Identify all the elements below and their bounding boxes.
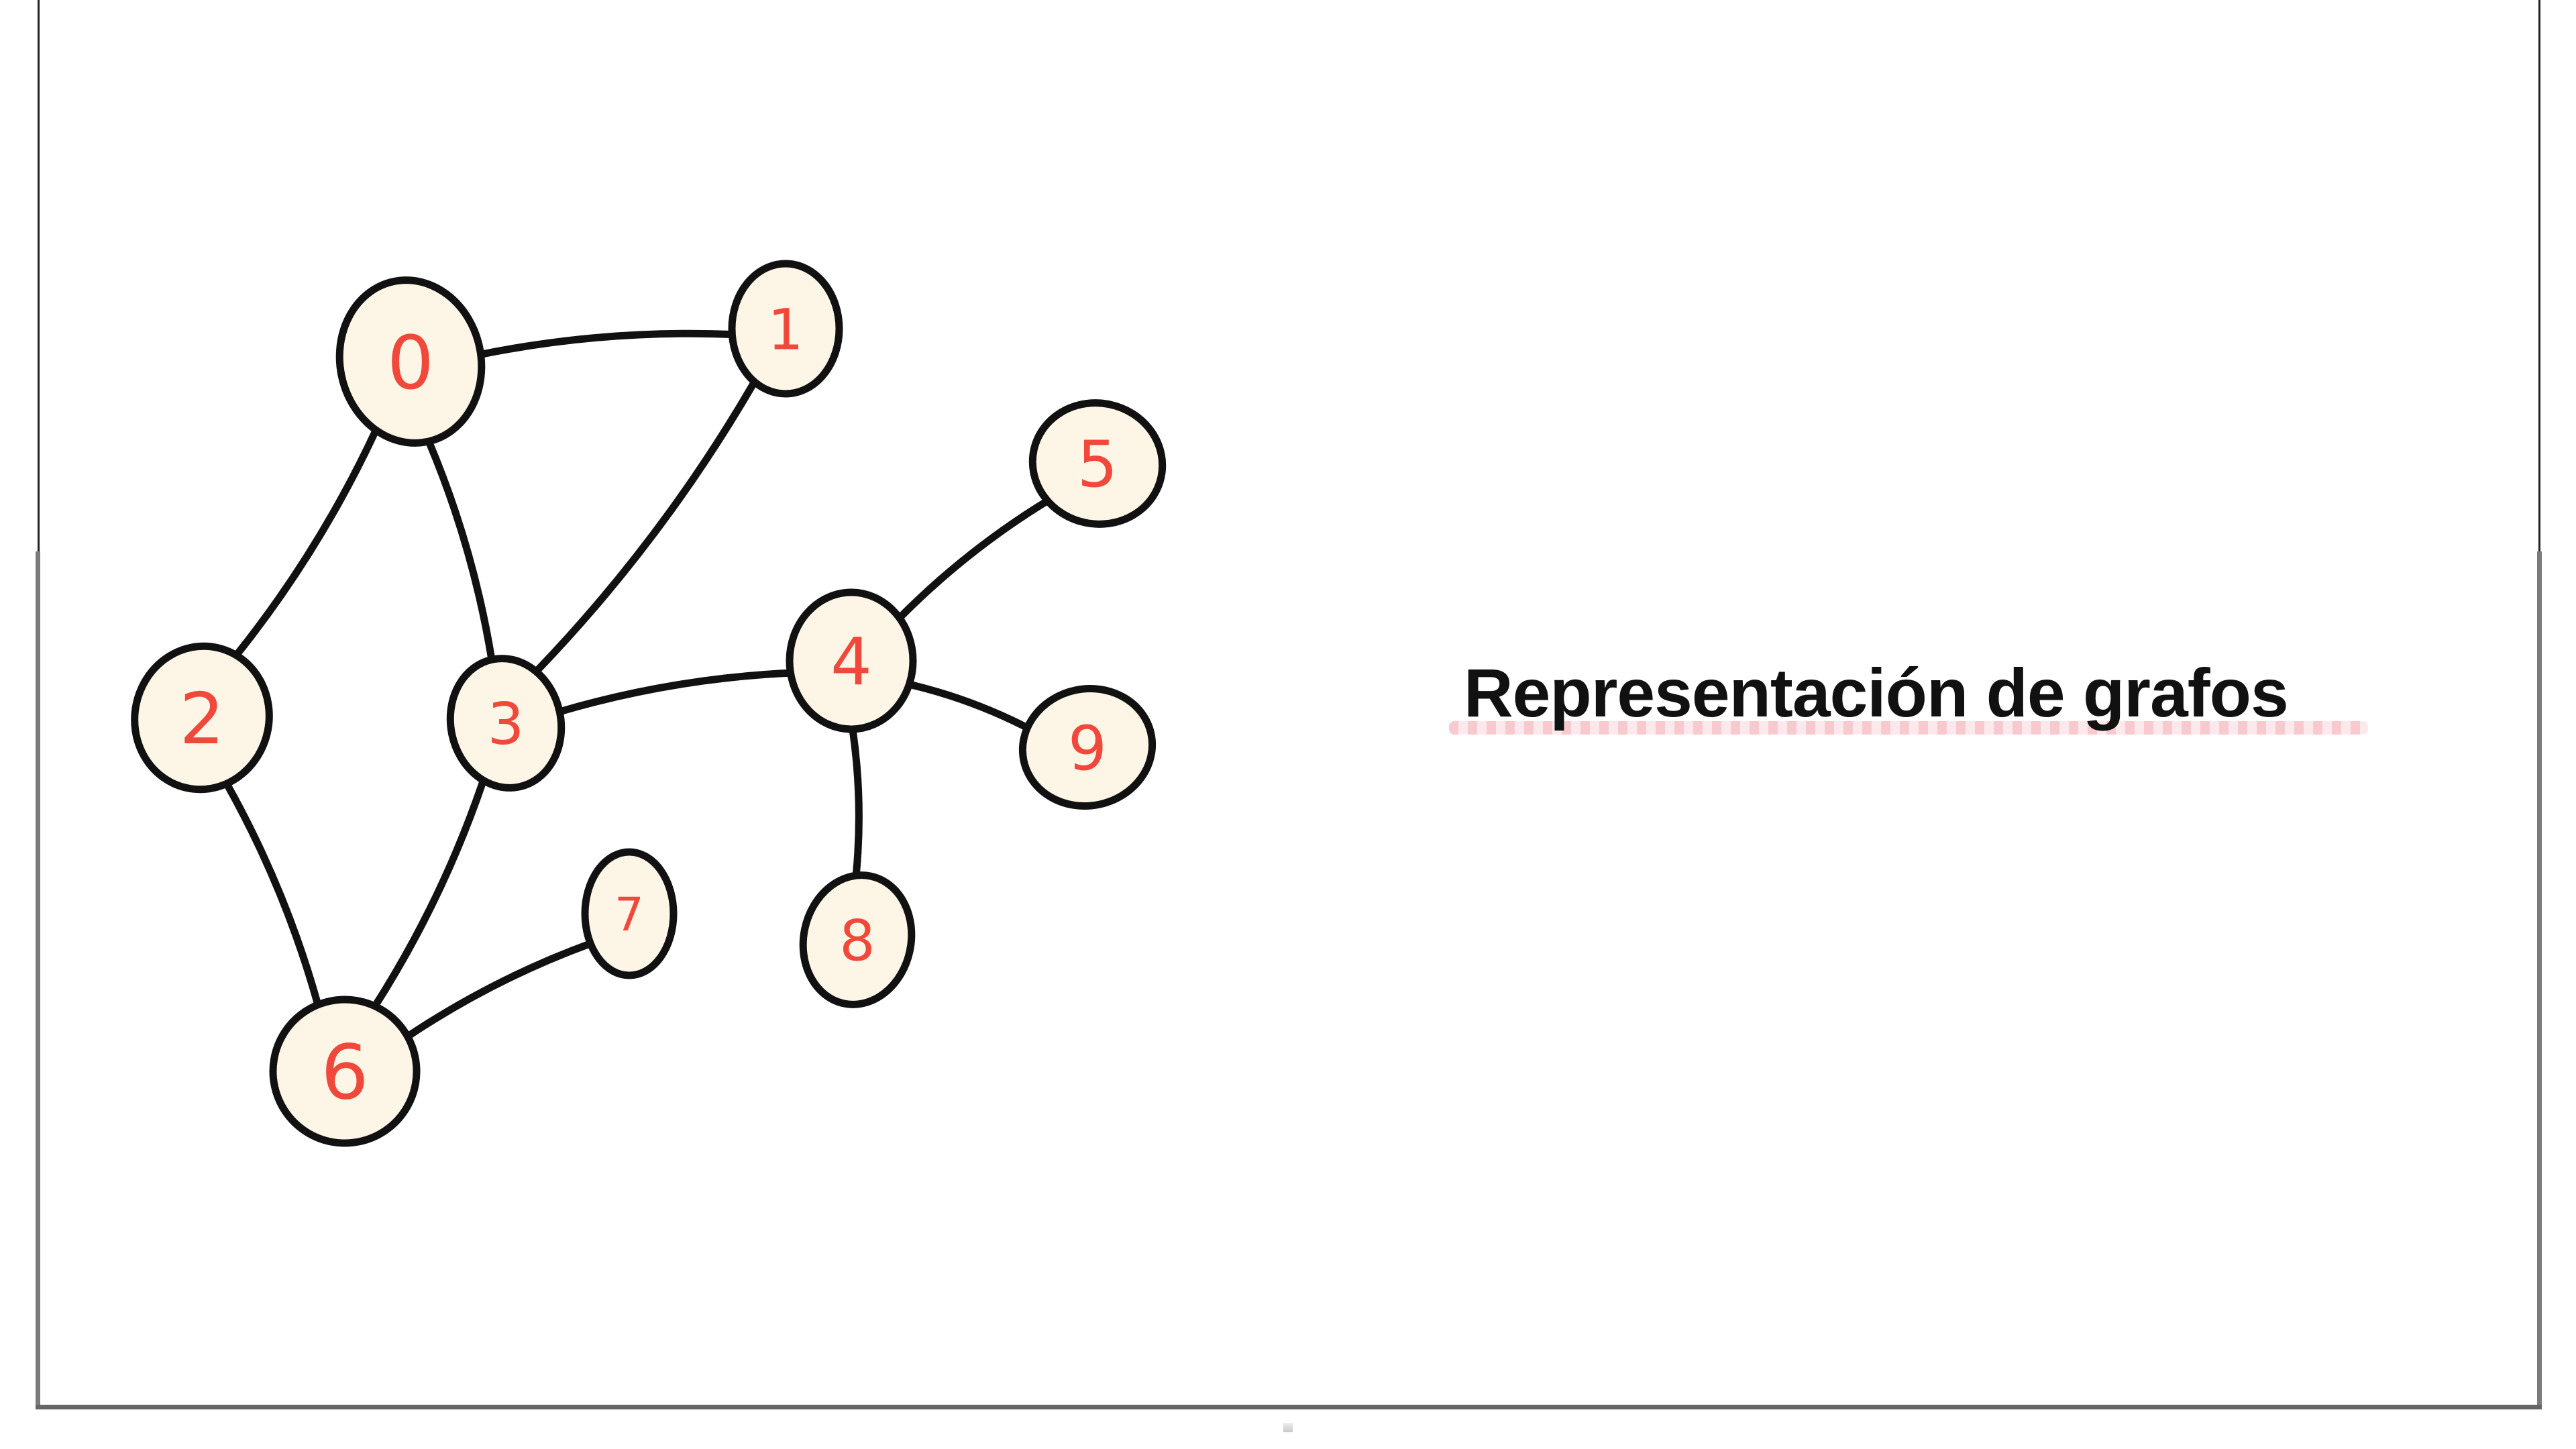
node-circle xyxy=(131,642,273,794)
node-label: 1 xyxy=(767,297,803,362)
node-label: 9 xyxy=(1068,714,1107,784)
slide-title: Representación de grafos xyxy=(1464,655,2289,731)
node-label: 2 xyxy=(180,678,225,760)
slide-border-left-top xyxy=(38,0,40,551)
edge-3-4 xyxy=(556,669,794,716)
page-indicator xyxy=(1283,1423,1293,1432)
node-9: 9 xyxy=(1018,685,1157,810)
node-label: 7 xyxy=(614,888,644,942)
slide-border-left xyxy=(36,551,40,1409)
node-label: 6 xyxy=(321,1030,368,1117)
node-circle xyxy=(269,996,421,1147)
node-label: 8 xyxy=(839,908,875,973)
edge-0-3 xyxy=(425,437,496,664)
edge-3-6 xyxy=(371,778,487,1010)
slide-border-bottom xyxy=(36,1405,2542,1409)
node-label: 5 xyxy=(1077,428,1118,502)
spellcheck-underline xyxy=(1449,721,2368,735)
node-5: 5 xyxy=(1028,399,1167,528)
edge-6-7 xyxy=(404,940,594,1040)
node-6: 6 xyxy=(269,996,421,1147)
node-4: 4 xyxy=(786,588,917,733)
node-circle xyxy=(1028,399,1167,528)
node-0: 0 xyxy=(335,276,486,447)
edge-4-9 xyxy=(905,680,1030,731)
edge-0-2 xyxy=(232,428,379,660)
edge-1-3 xyxy=(533,378,759,674)
node-label: 0 xyxy=(387,320,434,406)
edge-0-1 xyxy=(477,329,736,358)
node-circle xyxy=(786,588,917,733)
node-circle xyxy=(446,655,566,792)
edge-2-6 xyxy=(223,780,322,1009)
node-2: 2 xyxy=(131,642,273,794)
node-label: 3 xyxy=(488,691,525,758)
node-label: 4 xyxy=(830,624,872,700)
node-3: 3 xyxy=(446,655,566,792)
node-1: 1 xyxy=(728,260,843,398)
edge-4-5 xyxy=(896,497,1051,622)
node-8: 8 xyxy=(799,871,916,1008)
node-circle xyxy=(1018,685,1157,810)
slide-border-right-top xyxy=(2538,0,2540,551)
node-circle xyxy=(581,848,678,979)
slide-border-right xyxy=(2537,551,2542,1409)
edge-4-8 xyxy=(849,725,863,879)
node-circle xyxy=(799,871,916,1008)
node-circle xyxy=(335,276,486,447)
node-7: 7 xyxy=(581,848,678,979)
node-circle xyxy=(728,260,843,398)
